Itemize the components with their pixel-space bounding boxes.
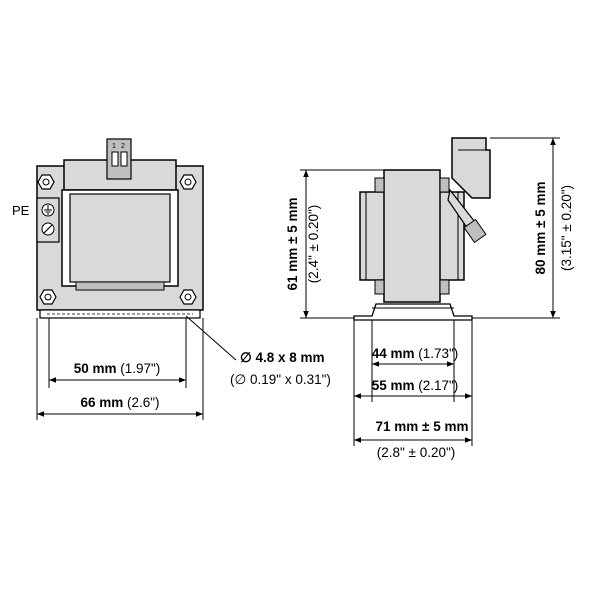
dim-hole-spacing-label: 44 mm (1.73") [372, 346, 459, 361]
hole-size-metric: ∅ 4.8 x 8 mm [240, 350, 325, 365]
dim-outer-width-label: 66 mm (2.6") [80, 395, 159, 410]
hole-size-imperial: (∅ 0.19" x 0.31") [230, 372, 331, 387]
dim-base-width-label: 55 mm (2.17") [372, 378, 459, 393]
front-view: 1 2 PE 50 mm (1.97") 66 mm (2.6") [12, 138, 331, 420]
dim-core-height-label: 61 mm ± 5 mm [285, 198, 300, 291]
dim-total-depth-label: 71 mm ± 5 mm [376, 419, 469, 434]
side-coil-body [383, 169, 441, 303]
dim-total-height-label: 80 mm ± 5 mm [533, 182, 548, 275]
terminal-number-1: 1 [112, 143, 116, 150]
front-coil-body [69, 193, 171, 283]
pe-label: PE [12, 203, 30, 218]
side-terminal-housing [451, 137, 491, 199]
dim-core-height-imperial: (2.4" ± 0.20") [306, 205, 321, 284]
hole-leader-line [185, 315, 237, 361]
side-view: 61 mm ± 5 mm (2.4" ± 0.20") 80 mm ± 5 mm… [285, 137, 574, 460]
terminal-number-2: 2 [121, 143, 125, 150]
dim-total-depth-imperial: (2.8" ± 0.20") [377, 445, 456, 460]
dim-total-height-imperial: (3.15" ± 0.20") [559, 185, 574, 271]
side-base-bracket [353, 303, 473, 321]
dim-inner-width-label: 50 mm (1.97") [74, 361, 161, 376]
